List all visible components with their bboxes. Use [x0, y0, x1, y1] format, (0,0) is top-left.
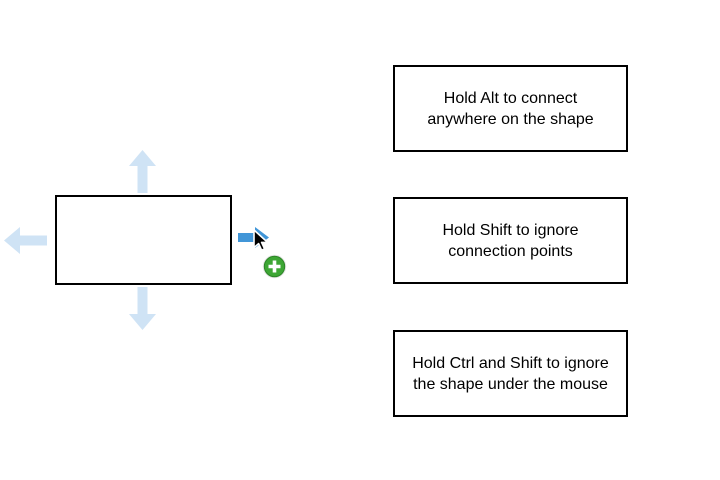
hint-text-line: anywhere on the shape	[427, 110, 594, 128]
direction-arrow-down-icon[interactable]	[129, 287, 156, 330]
hint-text-line: Hold Ctrl and Shift to ignore	[412, 354, 609, 372]
direction-arrow-left-icon[interactable]	[4, 227, 47, 254]
main-shape[interactable]	[55, 195, 232, 285]
hint-text-line: Hold Alt to connect	[443, 89, 578, 107]
plus-badge-rim	[263, 255, 286, 278]
cursor-shape	[253, 229, 269, 252]
down-arrow-shape	[129, 287, 156, 330]
hint-box-ctrl-shift[interactable]: Hold Ctrl and Shift to ignore the shape …	[393, 330, 628, 417]
hint-text-line: connection points	[448, 242, 573, 260]
mouse-pointer-icon	[253, 229, 269, 252]
hint-box-alt[interactable]: Hold Alt to connect anywhere on the shap…	[393, 65, 628, 152]
left-arrow-shape	[4, 227, 47, 254]
plus-glyph	[268, 260, 281, 273]
up-arrow-shape	[129, 150, 156, 193]
hint-text-line: Hold Shift to ignore	[442, 221, 579, 239]
hint-box-shift[interactable]: Hold Shift to ignore connection points	[393, 197, 628, 284]
hint-text-line: the shape under the mouse	[413, 375, 608, 393]
green-plus-icon	[262, 254, 287, 279]
direction-arrow-up-icon[interactable]	[129, 150, 156, 193]
